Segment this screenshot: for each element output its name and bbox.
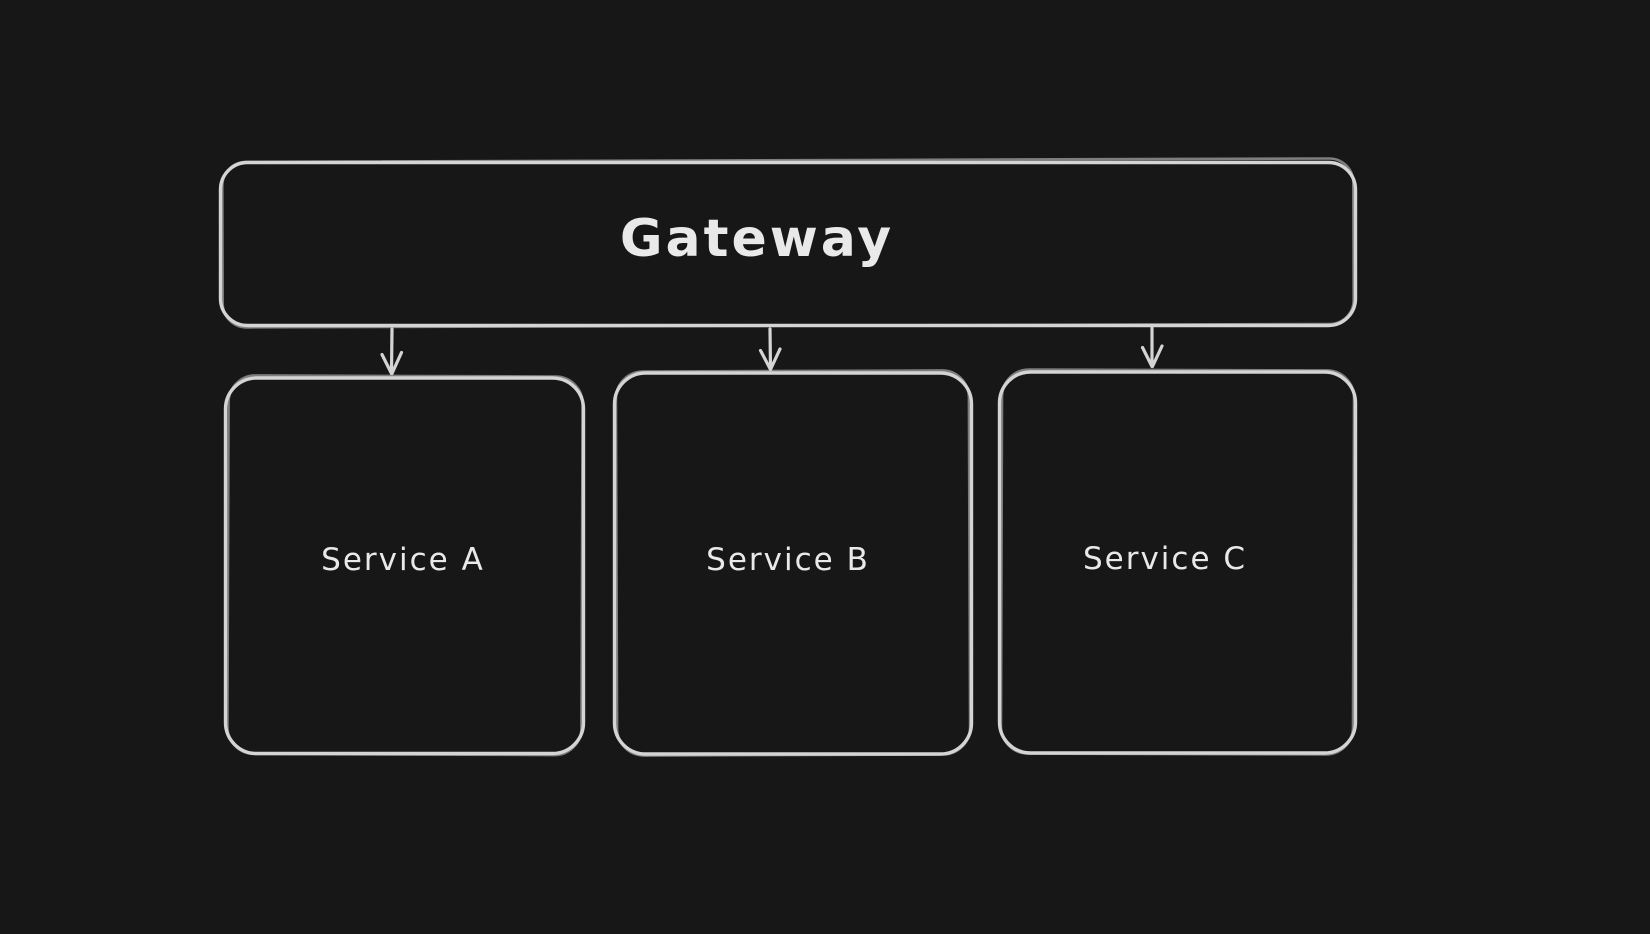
node-gateway[interactable]: Gateway	[218, 157, 1358, 329]
arrow-down-icon	[1140, 326, 1164, 369]
arrow-gateway-to-service-a[interactable]	[380, 327, 404, 376]
node-service-b[interactable]: Service B	[612, 369, 974, 757]
arrow-down-icon	[380, 327, 404, 376]
node-gateway-box[interactable]	[218, 160, 1358, 328]
node-service-c[interactable]: Service C	[997, 368, 1358, 756]
node-service-a[interactable]: Service A	[223, 374, 586, 757]
node-gateway-label: Gateway	[620, 209, 894, 269]
node-service-c-label: Service C	[1083, 541, 1247, 577]
arrow-gateway-to-service-c[interactable]	[1140, 326, 1164, 369]
node-service-b-box[interactable]	[612, 371, 974, 756]
node-service-a-box[interactable]	[223, 376, 586, 756]
node-service-a-label: Service A	[321, 542, 485, 578]
node-service-c-box[interactable]	[997, 370, 1358, 755]
arrow-down-icon	[758, 327, 782, 372]
arrow-gateway-to-service-b[interactable]	[758, 327, 782, 372]
node-service-b-label: Service B	[706, 542, 870, 578]
